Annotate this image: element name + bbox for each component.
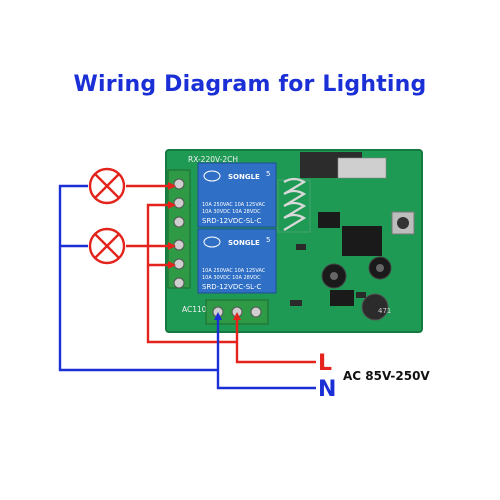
relay-1-rating-1: 10A 250VAC 10A 125VAC <box>202 202 266 208</box>
relay-2-rating-2: 10A 30VDC 10A 28VDC <box>202 275 261 281</box>
terminal-screw <box>173 178 185 190</box>
terminal-screw <box>250 306 262 318</box>
common-live-bus <box>146 203 237 344</box>
relay-1: SONGLE 5 10A 250VAC 10A 125VAC 10A 30VDC… <box>197 162 277 228</box>
lamp-1-cross <box>94 173 120 199</box>
relay-1-model: SRD-12VDC-SL-C <box>202 217 261 225</box>
terminal-screw <box>173 239 185 251</box>
arrow-icon <box>168 242 176 250</box>
board-model-label: RX-220V-2CH <box>188 155 238 164</box>
relay-1-brand: SONGLE <box>228 173 260 181</box>
arrow-icon <box>233 312 241 320</box>
antenna-outline <box>277 179 311 233</box>
relay-2-rating-1: 10A 250VAC 10A 125VAC <box>202 268 266 274</box>
neutral-wiring <box>58 184 316 390</box>
antenna-coil <box>277 177 311 233</box>
relay-1-logo <box>203 170 221 182</box>
resistor <box>296 244 306 250</box>
capacitor-2-top <box>376 264 384 272</box>
antenna-wire <box>283 177 307 231</box>
lamp-icon <box>88 227 126 265</box>
pcb-edge <box>165 149 423 333</box>
relay-1-body <box>197 162 277 228</box>
relay-1-pin: 5 <box>266 170 270 178</box>
lamp-2-cross <box>94 233 120 259</box>
capacitor-1-top <box>330 272 338 280</box>
relay-2-logo <box>203 236 221 248</box>
mcu-chip <box>342 226 382 256</box>
ic-chip <box>318 212 340 228</box>
arrow-icon <box>168 201 176 209</box>
inductor <box>361 293 389 321</box>
resistor <box>356 292 366 298</box>
learn-button <box>397 217 409 229</box>
relay-1-rating-2: 10A 30VDC 10A 28VDC <box>202 209 261 215</box>
terminal-screw <box>173 197 185 209</box>
relay-2: SONGLE 5 10A 250VAC 10A 125VAC 10A 30VDC… <box>197 228 277 294</box>
terminal-screw <box>173 216 185 228</box>
resistor <box>290 300 302 306</box>
arrow-icon <box>168 261 176 269</box>
crystal-can <box>337 157 387 179</box>
inductor-label: 471 <box>378 307 391 315</box>
arrow-icon <box>214 312 222 320</box>
live-label: L <box>318 351 332 376</box>
relay-2-brand: SONGLE <box>228 239 260 247</box>
neutral-supply-wire <box>216 314 316 390</box>
relay-2-model: SRD-12VDC-SL-C <box>202 283 261 291</box>
lamp-icon <box>88 167 126 205</box>
output-terminal-block <box>167 169 191 289</box>
terminal-screw <box>173 258 185 270</box>
diagram-title: Wiring Diagram for Lighting <box>73 72 427 97</box>
relay-2-pin: 5 <box>266 236 270 244</box>
voltage-label: AC 85V-250V <box>343 369 430 383</box>
board-ac-label: AC110 <box>182 305 207 314</box>
regulator-chip <box>330 290 354 306</box>
relay-board: RX-220V-2CH AC110 471 <box>165 149 423 333</box>
relay-2-body <box>197 228 277 294</box>
arrow-icon <box>168 182 176 190</box>
neutral-bus <box>58 184 218 372</box>
live-supply-wire <box>235 314 316 364</box>
neutral-label: N <box>318 377 336 402</box>
terminal-screw <box>173 277 185 289</box>
